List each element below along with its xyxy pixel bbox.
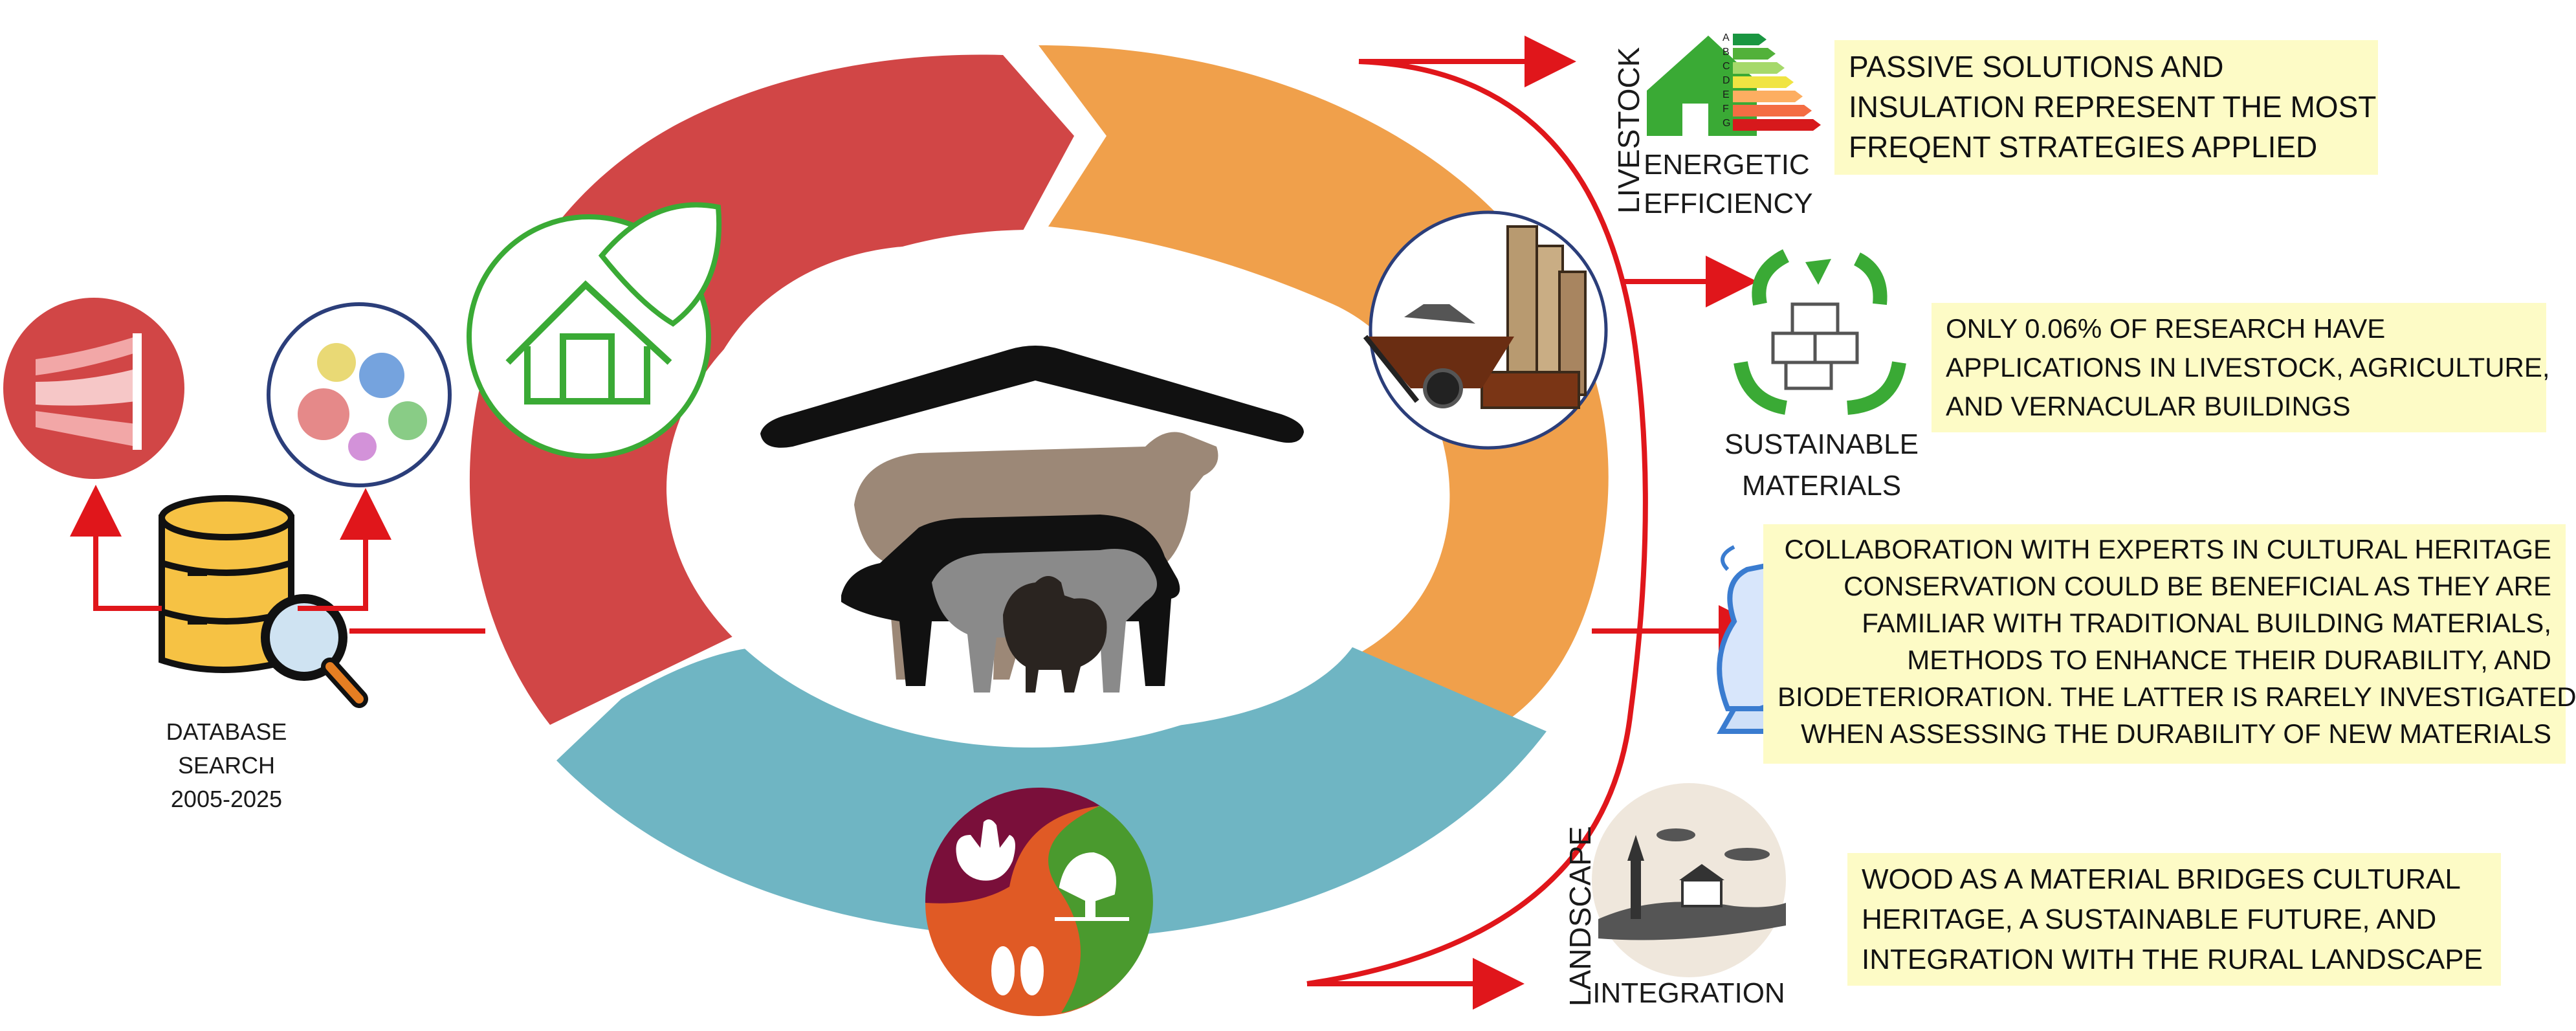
energy-rating-bar	[1733, 48, 1776, 60]
database-label-line: SEARCH	[177, 752, 276, 779]
energy-rating-letters: A B C D E F G	[1721, 32, 1799, 142]
hand-tree-hoof-icon	[925, 787, 1153, 1016]
livestock-silhouette-icon	[760, 346, 1304, 693]
category-line: INTEGRATION	[1592, 977, 1785, 1009]
note-line: ONLY 0.06% OF RESEARCH HAVE	[1946, 313, 2386, 344]
note-cultural-heritage: COLLABORATION WITH EXPERTS IN CULTURAL H…	[1763, 524, 2576, 764]
energy-rating-bar	[1733, 76, 1794, 88]
note-line: PASSIVE SOLUTIONS AND	[1849, 50, 2224, 83]
energy-letter-f: F	[1723, 104, 1729, 115]
livestock-vertical-label: LIVESTOCK	[1612, 47, 1646, 214]
green-house-leaf-icon	[467, 202, 722, 459]
category-line: SUSTAINABLE	[1724, 428, 1919, 460]
energy-rating-bar	[1733, 91, 1803, 102]
energetic-efficiency-label: ENERGETIC EFFICIENCY	[1644, 146, 1813, 223]
category-line: EFFICIENCY	[1644, 188, 1813, 219]
energy-letter-d: D	[1723, 75, 1730, 86]
rural-landscape-icon	[1592, 783, 1786, 977]
energy-letter-c: C	[1723, 61, 1730, 72]
energy-letter-a: A	[1723, 32, 1730, 43]
energy-rating-bar	[1733, 119, 1821, 131]
energy-rating-bar	[1733, 62, 1785, 74]
sustainable-materials-label: SUSTAINABLE MATERIALS	[1715, 424, 1928, 507]
energy-letter-e: E	[1723, 89, 1730, 100]
note-line: WHEN ASSESSING THE DURABILITY OF NEW MAT…	[1801, 718, 2551, 749]
integration-label: INTEGRATION	[1592, 974, 1786, 1013]
wheelbarrow-wood-icon	[1363, 210, 1608, 450]
database-connectors	[70, 485, 485, 634]
note-sustainable-materials: ONLY 0.06% OF RESEARCH HAVE APPLICATIONS…	[1932, 303, 2550, 432]
category-line: MATERIALS	[1741, 470, 1902, 502]
note-line: HERITAGE, A SUSTAINABLE FUTURE, AND	[1862, 904, 2437, 935]
database-search-icon	[159, 495, 368, 708]
note-line: APPLICATIONS IN LIVESTOCK, AGRICULTURE,	[1946, 352, 2550, 382]
note-line: COLLABORATION WITH EXPERTS IN CULTURAL H…	[1784, 534, 2551, 564]
note-line: BIODETERIORATION. THE LATTER IS RARELY I…	[1778, 682, 2576, 712]
note-line: FREQENT STRATEGIES APPLIED	[1849, 130, 2318, 164]
energy-letter-b: B	[1723, 47, 1730, 58]
note-energetic-efficiency: PASSIVE SOLUTIONS AND INSULATION REPRESE…	[1834, 40, 2378, 175]
note-line: WOOD AS A MATERIAL BRIDGES CULTURAL	[1862, 863, 2461, 895]
sankey-icon	[3, 298, 184, 479]
database-search-label: DATABASE SEARCH 2005-2025	[116, 715, 336, 816]
note-line: AND VERNACULAR BUILDINGS	[1946, 391, 2351, 421]
recycle-materials-icon	[1734, 249, 1906, 415]
category-line: ENERGETIC	[1644, 149, 1810, 181]
note-line: METHODS TO ENHANCE THEIR DURABILITY, AND	[1907, 645, 2551, 675]
note-line: INTEGRATION WITH THE RURAL LANDSCAPE	[1862, 944, 2483, 975]
database-label-line: DATABASE	[166, 718, 287, 745]
energy-letter-g: G	[1723, 118, 1731, 129]
note-line: CONSERVATION COULD BE BENEFICIAL AS THEY…	[1844, 571, 2551, 601]
database-label-line: 2005-2025	[170, 786, 283, 812]
network-graph-icon	[267, 302, 452, 487]
note-line: INSULATION REPRESENT THE MOST	[1849, 90, 2377, 124]
note-line: FAMILIAR WITH TRADITIONAL BUILDING MATER…	[1862, 608, 2551, 638]
energy-rating-bar	[1733, 34, 1767, 45]
energy-rating-bar	[1733, 105, 1812, 116]
energy-rating-house-icon	[1647, 34, 1821, 136]
note-landscape-integration: WOOD AS A MATERIAL BRIDGES CULTURAL HERI…	[1847, 853, 2501, 986]
